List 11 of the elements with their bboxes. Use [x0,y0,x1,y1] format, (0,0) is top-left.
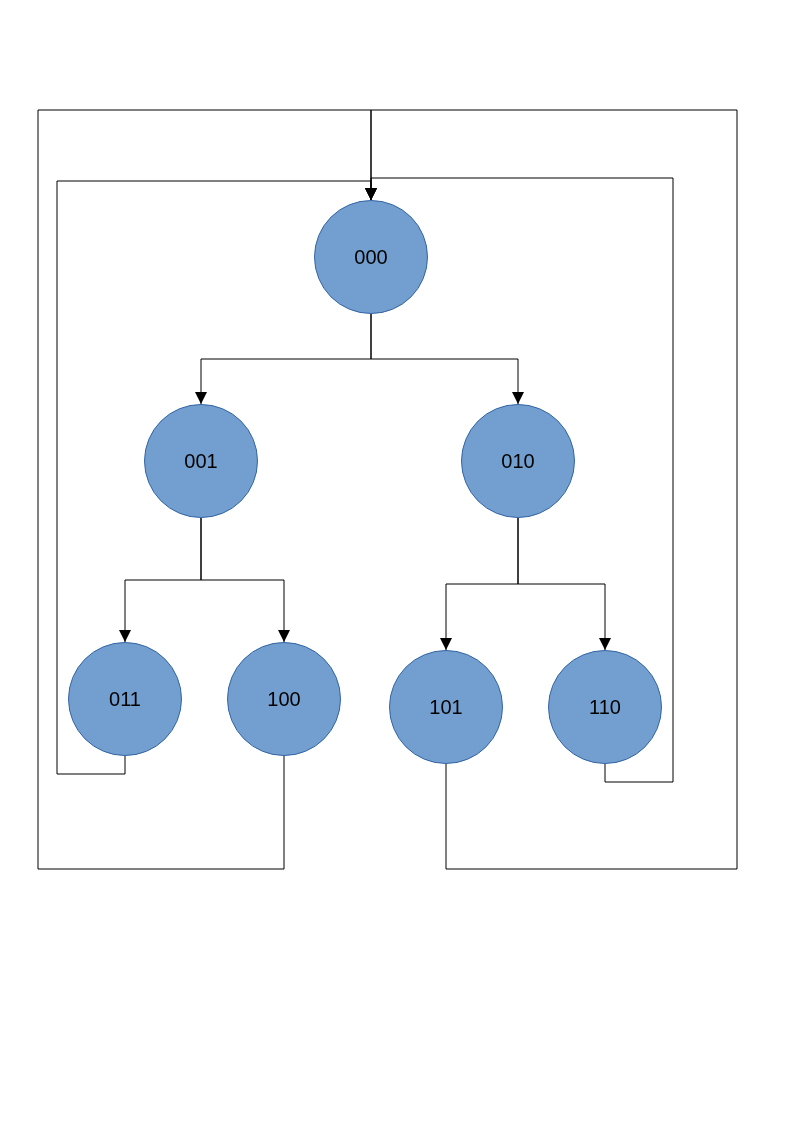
state-label: 011 [109,687,141,712]
state-label: 110 [589,695,621,720]
arrow [365,177,674,783]
state-label: 001 [184,449,218,474]
arrow [370,313,524,405]
state-label: 101 [429,695,463,720]
state-label: 100 [267,687,301,712]
arrow [517,517,611,651]
state-label: 000 [354,245,388,270]
arrow [200,517,290,643]
state-label: 010 [501,449,535,474]
